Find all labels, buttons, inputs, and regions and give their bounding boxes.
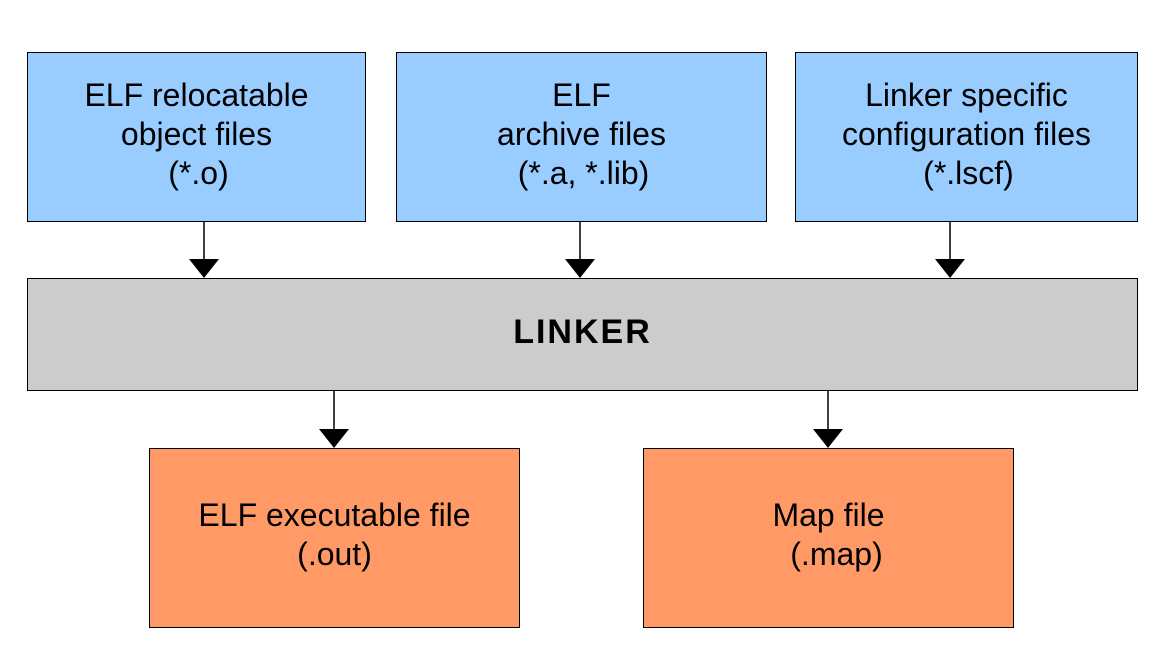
linker-box: LINKER [27,278,1138,391]
arrow-lscf-to-linker [935,222,965,278]
input-box-line: archive files [497,115,666,152]
output-box-line: (.out) [297,536,372,572]
input-box-line: (*.o) [168,154,229,191]
arrow-archive-to-linker [565,222,595,278]
input-box-line: (*.lscf) [923,154,1014,191]
output-box-line: ELF executable file [198,497,471,533]
input-box-line: (*.a, *.lib) [517,154,650,191]
input-box-line: ELF [552,76,611,113]
input-box-line: object files [120,115,273,152]
arrow-linker-to-map [813,391,843,448]
input-box-line: Linker specific [865,76,1068,113]
linker-label: LINKER [513,313,652,351]
arrow-linker-to-executable [319,391,349,448]
output-box-line: (.map) [790,536,883,572]
output-box-line: Map file [772,497,885,533]
arrow-relocatable-to-linker [189,222,219,278]
output-box-map-file: Map file (.map) [643,448,1014,628]
input-box-line: configuration files [841,115,1092,152]
input-box-linker-configuration-files: Linker specific configuration files (*.l… [795,52,1138,222]
input-box-line: ELF relocatable [84,76,309,113]
input-box-archive-files: ELF archive files (*.a, *.lib) [396,52,767,222]
input-box-relocatable-object-files: ELF relocatable object files (*.o) [27,52,366,222]
output-box-executable-file: ELF executable file (.out) [149,448,520,628]
